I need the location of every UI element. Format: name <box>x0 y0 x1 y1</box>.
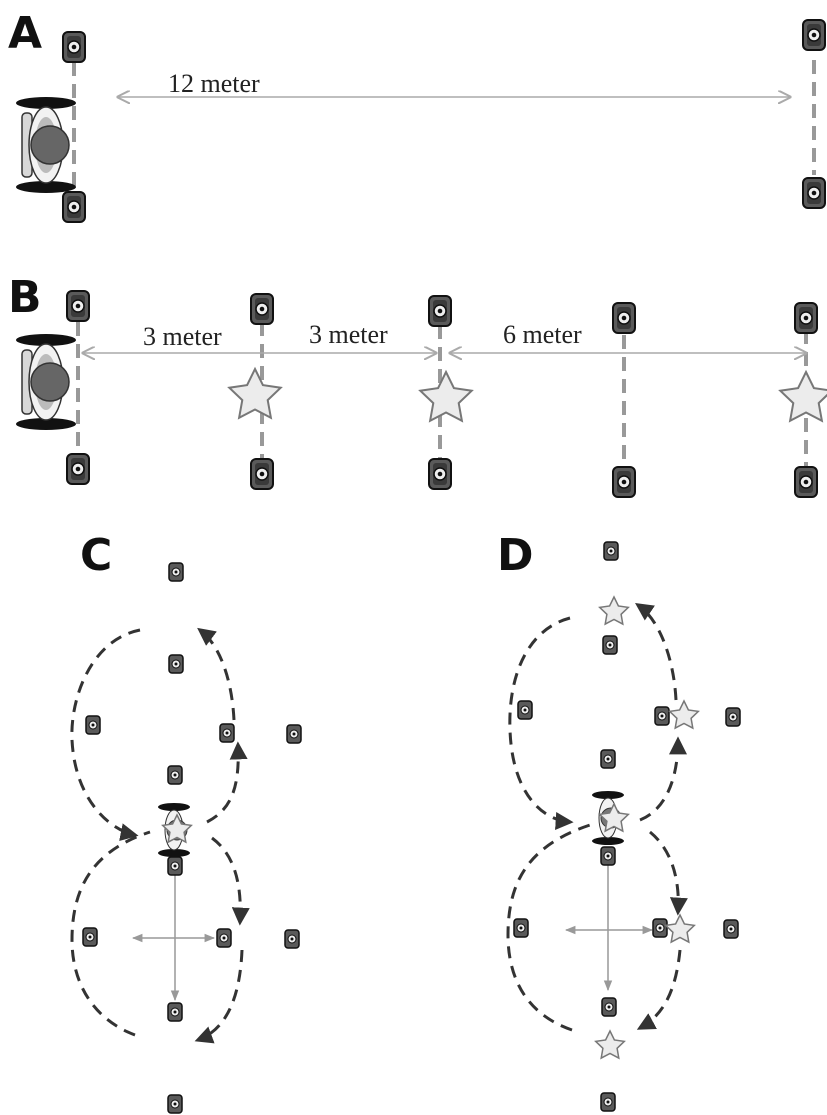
speaker-icon <box>62 191 86 223</box>
panel-d-letter: D <box>497 530 534 581</box>
speaker-icon <box>612 302 636 334</box>
panel-c: C <box>70 530 302 1114</box>
path-segment <box>508 616 574 831</box>
speaker-icon <box>168 654 184 674</box>
speaker-icon <box>601 997 617 1017</box>
path-segment <box>206 741 248 824</box>
speaker-icon <box>612 466 636 498</box>
speaker-icon <box>652 918 668 938</box>
star-icon <box>668 700 700 729</box>
speaker-icon <box>286 724 302 744</box>
speaker-icon <box>250 293 274 325</box>
star-icon <box>228 368 282 419</box>
speaker-icon <box>167 856 183 876</box>
speaker-icon <box>602 635 618 655</box>
star-icon <box>779 371 827 422</box>
speaker-icon <box>168 562 184 582</box>
distance-label: 12 meter <box>168 69 260 98</box>
star-icon <box>598 596 630 625</box>
panel-a: A 12 meter <box>8 8 826 223</box>
path-segment <box>70 830 151 1037</box>
panel-b-letter: B <box>8 272 42 323</box>
path-segment <box>649 830 688 916</box>
speaker-icon <box>802 177 826 209</box>
speaker-icon <box>428 458 452 490</box>
panel-b: B 3 meter 3 meter 6 meter <box>8 272 827 498</box>
speaker-icon <box>600 749 616 769</box>
speaker-icon <box>66 453 90 485</box>
speaker-icon <box>85 715 101 735</box>
wheelchair-user-icon <box>15 96 77 194</box>
speaker-icon <box>167 765 183 785</box>
distance-label: 6 meter <box>503 320 582 349</box>
speaker-icon <box>723 919 739 939</box>
speaker-icon <box>517 700 533 720</box>
speaker-icon <box>82 927 98 947</box>
star-icon <box>594 1030 626 1059</box>
panel-d: D <box>497 530 741 1112</box>
speaker-icon <box>802 19 826 51</box>
speaker-icon <box>513 918 529 938</box>
path-segment <box>639 736 687 822</box>
speaker-icon <box>600 1092 616 1112</box>
star-icon <box>419 371 473 422</box>
distance-label: 3 meter <box>309 320 388 349</box>
path-segment <box>194 949 244 1044</box>
speaker-icon <box>219 723 235 743</box>
speaker-icon <box>250 458 274 490</box>
speaker-icon <box>794 466 818 498</box>
panel-c-letter: C <box>80 530 112 581</box>
speaker-icon <box>167 1094 183 1114</box>
path-segment <box>211 836 250 926</box>
path-segment <box>635 602 678 701</box>
distance-label: 3 meter <box>143 322 222 351</box>
speaker-icon <box>428 295 452 327</box>
path-segment <box>197 627 236 721</box>
speaker-icon <box>794 302 818 334</box>
panel-a-letter: A <box>8 8 42 59</box>
path-segment <box>70 628 141 841</box>
speaker-icon <box>284 929 300 949</box>
speaker-icon <box>603 541 619 561</box>
speaker-icon <box>600 846 616 866</box>
star-icon <box>664 914 696 943</box>
path-segment <box>636 949 682 1030</box>
speaker-icon <box>66 290 90 322</box>
speaker-icon <box>725 707 741 727</box>
speaker-icon <box>654 706 670 726</box>
path-segment <box>506 823 591 1032</box>
speaker-icon <box>62 31 86 63</box>
wheelchair-user-icon <box>15 333 77 431</box>
speaker-icon <box>167 1002 183 1022</box>
speaker-icon <box>216 928 232 948</box>
